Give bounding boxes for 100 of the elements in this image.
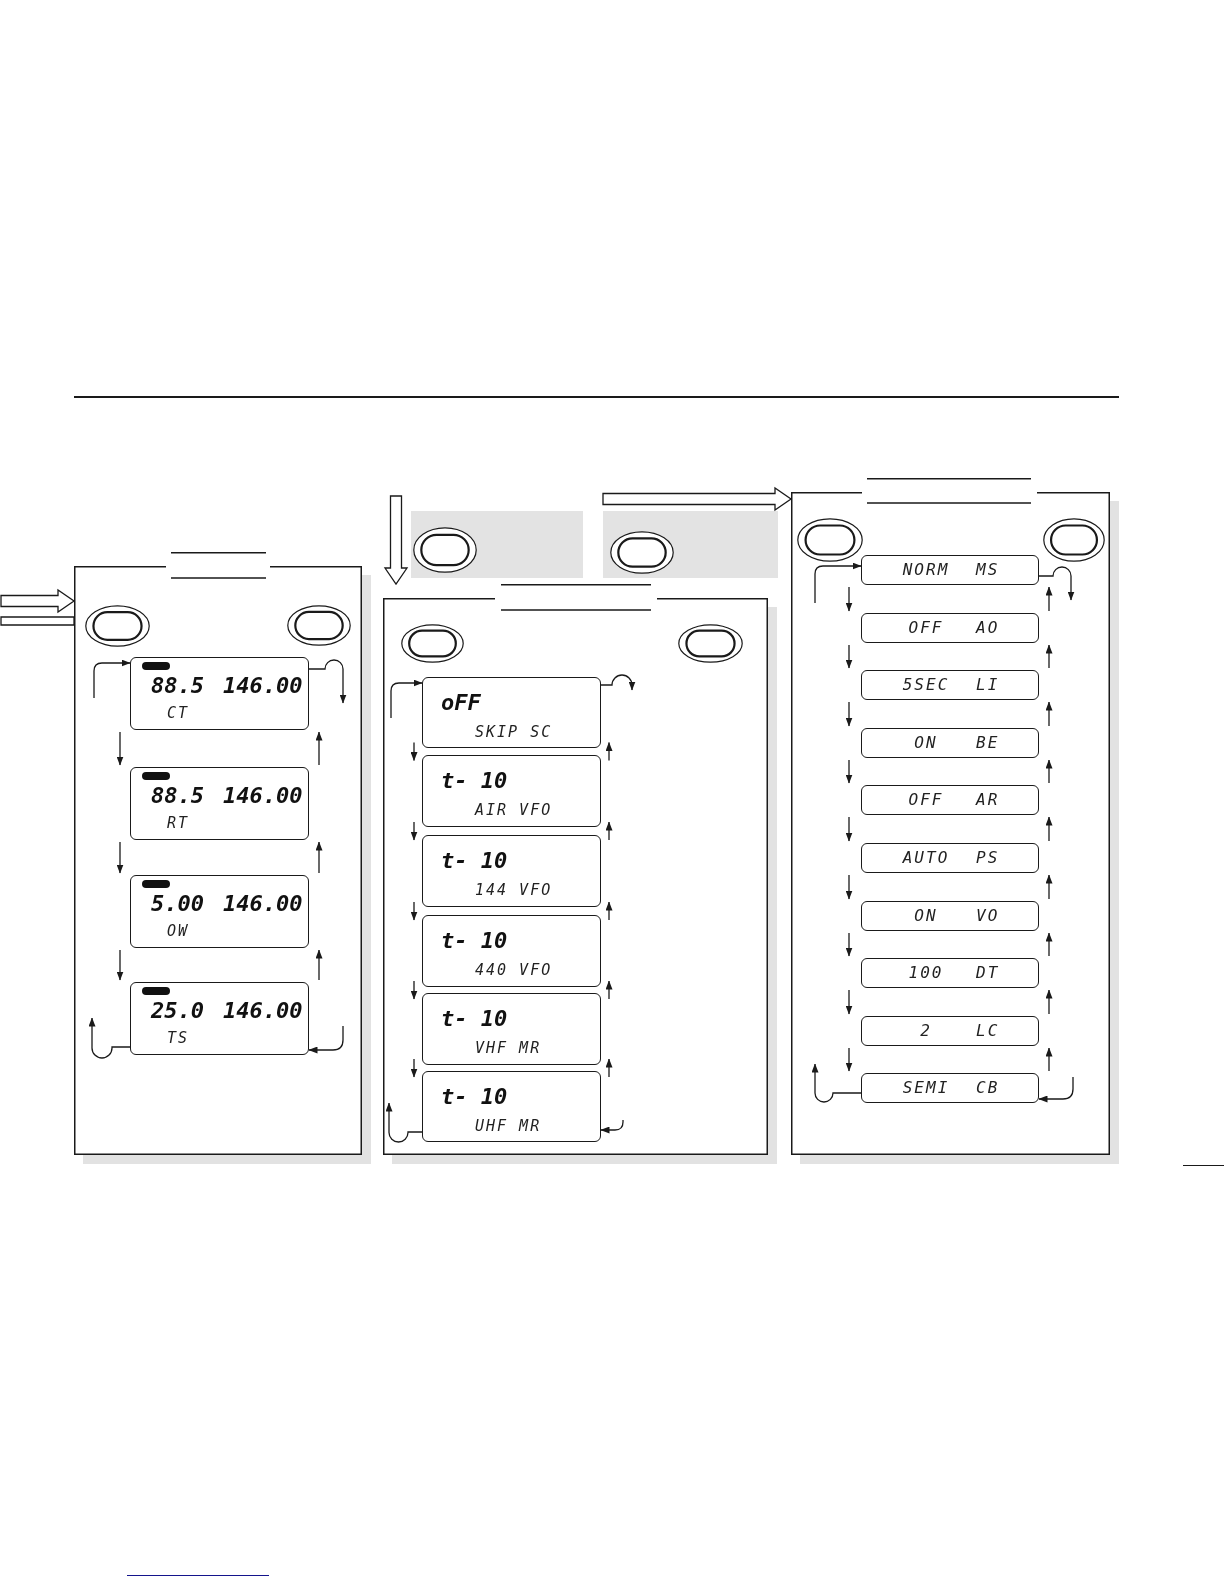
- lcd-display: [422, 835, 601, 907]
- setting-label: AR: [976, 792, 1000, 808]
- setting-label: DT: [976, 965, 1000, 981]
- hollow-bar: [0, 616, 75, 626]
- value-readout: 25.0: [151, 1000, 204, 1022]
- setting-label: OW: [167, 924, 190, 939]
- arrow: [1045, 1047, 1053, 1072]
- arrow: [410, 741, 418, 762]
- lcd-display: [130, 767, 309, 840]
- arrow: [845, 874, 853, 900]
- arrow: [315, 949, 323, 981]
- setting-label: MS: [976, 562, 1000, 578]
- value-readout: NORM: [902, 562, 950, 578]
- arrow: [1045, 874, 1053, 900]
- arrow: [410, 901, 418, 921]
- arrow: [605, 741, 613, 762]
- curved-arrow: [811, 1063, 862, 1103]
- arrow: [116, 949, 124, 981]
- arrow: [845, 1047, 853, 1072]
- lcd-display: [422, 755, 601, 827]
- arrow: [116, 841, 124, 874]
- menu-panel: [383, 584, 768, 1155]
- lcd-display: [130, 657, 309, 730]
- curved-arrow: [308, 659, 347, 704]
- curved-arrow: [385, 1102, 423, 1143]
- value-readout: 88.5: [151, 785, 204, 807]
- value-readout: ON: [914, 908, 938, 924]
- block-arrow: [0, 588, 76, 614]
- value-readout: oFF: [441, 692, 481, 714]
- setting-label: VHF MR: [475, 1041, 542, 1056]
- arrow: [845, 759, 853, 784]
- value-readout: 146.00: [223, 893, 303, 915]
- menu-panel: [791, 478, 1110, 1155]
- curved-arrow: [308, 1025, 344, 1054]
- value-readout: 146.00: [223, 785, 303, 807]
- arrow: [845, 586, 853, 612]
- arrow: [410, 980, 418, 1000]
- value-readout: 5.00: [151, 893, 204, 915]
- value-readout: 146.00: [223, 1000, 303, 1022]
- curved-arrow: [600, 1119, 624, 1134]
- arrow: [1045, 932, 1053, 957]
- lcd-display: [861, 958, 1039, 988]
- setting-label: AIR VFO: [475, 803, 553, 818]
- value-readout: AUTO: [902, 850, 950, 866]
- arrow: [410, 821, 418, 841]
- value-readout: 88.5: [151, 675, 204, 697]
- lcd-display: [130, 982, 309, 1055]
- setting-label: LI: [976, 677, 1000, 693]
- arrow: [605, 821, 613, 841]
- curved-arrow: [1038, 566, 1075, 601]
- lcd-display: [861, 901, 1039, 931]
- setting-label: 440 VFO: [475, 963, 553, 978]
- arrow: [845, 989, 853, 1015]
- value-readout: t- 10: [441, 850, 508, 872]
- setting-label: CB: [976, 1080, 1000, 1096]
- lcd-display: [861, 555, 1039, 585]
- curved-arrow: [814, 562, 862, 604]
- curved-arrow: [600, 674, 636, 691]
- setting-label: TS: [167, 1031, 190, 1046]
- lcd-display: [861, 613, 1039, 643]
- value-readout: t- 10: [441, 1086, 508, 1108]
- lcd-display: [861, 728, 1039, 758]
- arrow: [845, 816, 853, 842]
- value-readout: OFF: [908, 792, 944, 808]
- arrow: [315, 731, 323, 766]
- value-readout: OFF: [908, 620, 944, 636]
- curved-arrow: [93, 659, 131, 699]
- setting-label: RT: [167, 816, 190, 831]
- arrow: [116, 731, 124, 766]
- setting-label: AO: [976, 620, 1000, 636]
- setting-label: UHF MR: [475, 1119, 542, 1134]
- arrow: [605, 980, 613, 1000]
- value-readout: t- 10: [441, 770, 508, 792]
- menu-panel: [74, 552, 362, 1155]
- setting-label: 144 VFO: [475, 883, 553, 898]
- arrow: [1045, 816, 1053, 842]
- lcd-display: [422, 1071, 601, 1142]
- value-readout: t- 10: [441, 930, 508, 952]
- setting-label: CT: [167, 706, 190, 721]
- arrow: [1045, 759, 1053, 784]
- arrow: [845, 932, 853, 957]
- setting-label: PS: [976, 850, 1000, 866]
- lcd-display: [861, 785, 1039, 815]
- lcd-display: [861, 670, 1039, 700]
- arrow: [605, 1058, 613, 1078]
- setting-label: VO: [976, 908, 1000, 924]
- value-readout: 100: [908, 965, 944, 981]
- curved-arrow: [1038, 1076, 1074, 1103]
- value-readout: 146.00: [223, 675, 303, 697]
- value-readout: 5SEC: [902, 677, 950, 693]
- arrow: [410, 1058, 418, 1078]
- value-readout: t- 10: [441, 1008, 508, 1030]
- arrow: [845, 644, 853, 669]
- lcd-display: [861, 843, 1039, 873]
- value-readout: SEMI: [902, 1080, 950, 1096]
- value-readout: ON: [914, 735, 938, 751]
- lcd-display: [861, 1073, 1039, 1103]
- lcd-display: [422, 677, 601, 748]
- arrow: [1045, 989, 1053, 1015]
- curved-arrow: [88, 1017, 131, 1059]
